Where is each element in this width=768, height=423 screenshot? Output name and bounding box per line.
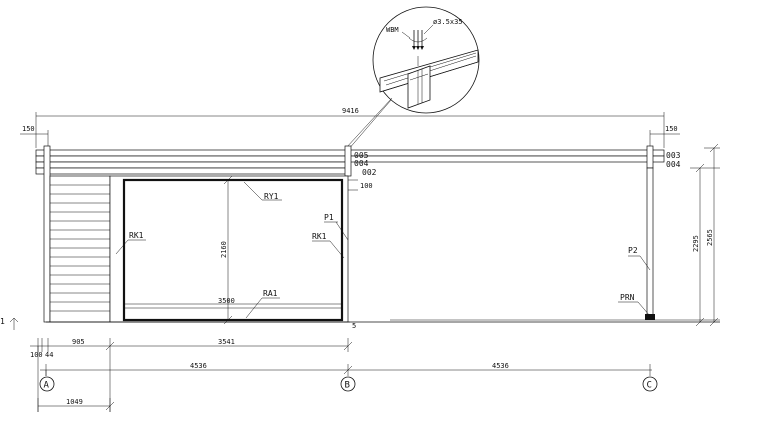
axis-bubble-c (642, 376, 658, 392)
right-overhang-label: 150 (665, 125, 678, 133)
axis-bubble-a (39, 376, 55, 392)
left-overhang-label: 150 (22, 125, 35, 133)
dim-100-label: 100 (30, 351, 43, 359)
height-2565-label: 2565 (706, 229, 714, 246)
inner-width-label: 3500 (218, 297, 235, 305)
right-height-dims: 2295 2565 (690, 143, 720, 327)
part-label-rk1-right: RK1 (312, 232, 327, 241)
bottom-5-label: 5 (352, 322, 356, 330)
roof-beams: 005 004 002 003 004 (35, 145, 681, 323)
beam-label-003: 003 (666, 151, 681, 160)
right-post: P2 PRN (618, 167, 655, 320)
axis-label-a: A (44, 381, 50, 391)
wbm-label: WBM (386, 26, 399, 34)
bottom-dimensions: 100 44 905 3541 4536 4536 1049 (30, 338, 652, 412)
overall-dimension: 9416 150 150 (20, 107, 680, 148)
axis-bubble-b (340, 376, 356, 392)
offset-100-label: 100 (360, 182, 373, 190)
part-label-p2: P2 (628, 246, 638, 255)
span-bc-label: 4536 (492, 362, 509, 370)
part-label-ra1: RA1 (263, 289, 278, 298)
part-label-p1: P1 (324, 213, 334, 222)
screw-label: ø3.5x35 (433, 18, 463, 26)
dim-905-label: 905 (72, 338, 85, 346)
span-ab-label: 4536 (190, 362, 207, 370)
overall-length-label: 9416 (342, 107, 359, 115)
level-marker-label: 1 (0, 317, 5, 326)
axis-label-b: B (345, 381, 350, 391)
level-marker: 1 (0, 317, 19, 330)
dim-3541-label: 3541 (218, 338, 235, 346)
connection-detail: WBM ø3.5x35 (345, 6, 480, 151)
beam-label-004-mid: 004 (354, 159, 369, 168)
axis-label-c: C (647, 381, 652, 391)
inner-height-label: 2160 (220, 241, 228, 258)
beam-label-004-right: 004 (666, 160, 681, 169)
height-2295-label: 2295 (692, 235, 700, 252)
grid-axes: A B C (39, 370, 658, 392)
beam-label-002: 002 (362, 168, 377, 177)
dim-1049-label: 1049 (66, 398, 83, 406)
opening-frame: 2160 3500 RY1 P1 RK1 RK1 RA1 100 5 (109, 175, 373, 330)
part-label-ry1: RY1 (264, 192, 279, 201)
beam-label-005: 005 (354, 151, 369, 160)
dim-44-label: 44 (45, 351, 53, 359)
part-label-prn: PRN (620, 293, 635, 302)
part-label-rk1-left: RK1 (129, 231, 144, 240)
